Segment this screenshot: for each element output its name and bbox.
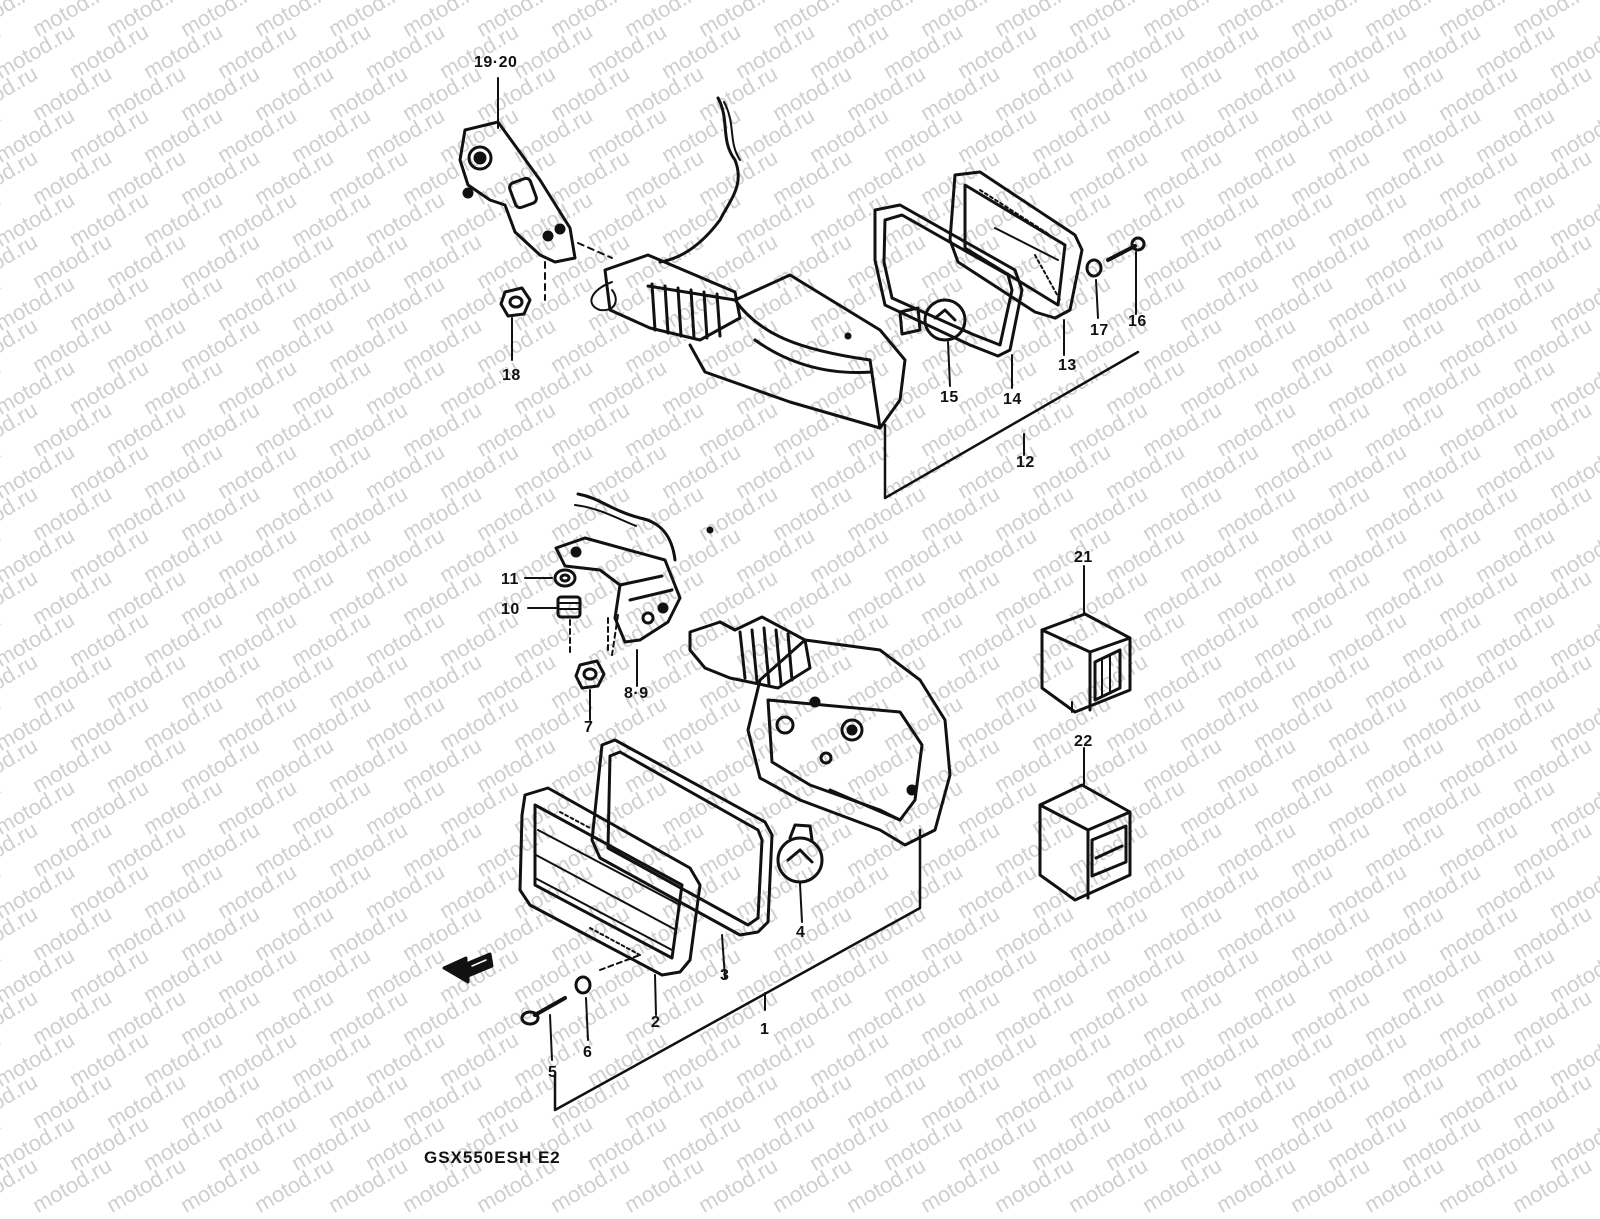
washer-6 [574, 975, 592, 995]
callout-6: 6 [583, 1044, 593, 1061]
callout-22: 22 [1074, 733, 1093, 750]
signal-body-12 [603, 253, 907, 430]
nut-7 [574, 659, 606, 690]
relay-21 [1040, 612, 1132, 714]
lens-13 [948, 170, 1084, 320]
bulb-15 [898, 298, 967, 342]
screw-16 [1106, 236, 1146, 262]
callout-19-20: 19·20 [474, 54, 518, 71]
relay-22 [1038, 783, 1132, 902]
callout-21: 21 [1074, 549, 1093, 566]
bracket-8-9 [554, 536, 682, 656]
washer-17 [1085, 258, 1103, 278]
callout-8-9: 8·9 [624, 685, 649, 702]
callout-3: 3 [720, 967, 730, 984]
washer-11 [553, 568, 577, 588]
arrow-left-icon [442, 952, 494, 984]
callout-11: 11 [501, 571, 519, 588]
model-code: GSX550ESH E2 [424, 1148, 561, 1167]
signal-housing-1 [688, 615, 952, 847]
callout-18: 18 [502, 367, 521, 384]
lens-2 [518, 786, 702, 977]
nut-18 [499, 286, 532, 318]
screw-5 [520, 996, 567, 1026]
gasket-14 [873, 203, 1024, 358]
callout-10: 10 [501, 601, 520, 618]
gasket-3 [590, 738, 774, 937]
callout-15: 15 [940, 389, 959, 406]
callout-12: 12 [1016, 454, 1035, 471]
callout-13: 13 [1058, 357, 1077, 374]
callout-7: 7 [584, 719, 594, 736]
callout-16: 16 [1128, 313, 1147, 330]
callout-17: 17 [1090, 322, 1109, 339]
callout-14: 14 [1003, 391, 1022, 408]
callout-5: 5 [548, 1064, 558, 1081]
bulb-4 [776, 823, 824, 884]
callout-4: 4 [796, 924, 806, 941]
bracket-19-20 [458, 120, 577, 264]
bolt-10 [556, 595, 582, 619]
callout-1: 1 [760, 1021, 770, 1038]
callout-2: 2 [651, 1014, 661, 1031]
